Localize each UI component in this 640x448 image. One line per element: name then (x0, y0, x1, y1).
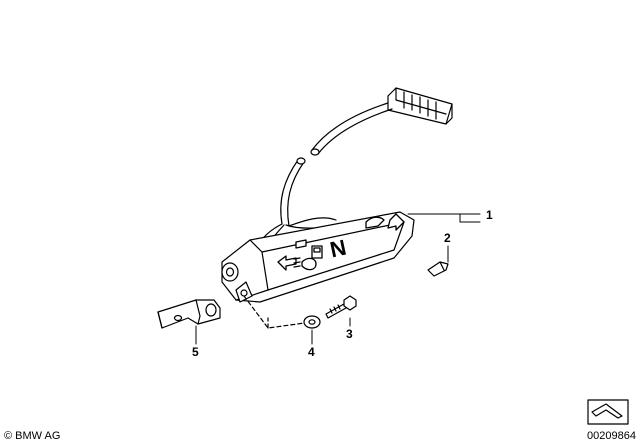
diagram-number: 00209864 (587, 430, 636, 442)
indicator-switch-housing (221, 211, 415, 329)
turn-right-arrow-icon (387, 213, 405, 231)
screw (325, 295, 357, 319)
part-number-2: 2 (444, 231, 451, 245)
part-number-5: 5 (192, 345, 199, 359)
oil-warning-icon (295, 239, 307, 249)
next-page-arrow-icon (587, 399, 629, 425)
part-number-1: 1 (486, 208, 493, 222)
connector-plug (387, 87, 453, 125)
turn-left-arrow-icon (277, 255, 297, 271)
bulb (427, 261, 449, 277)
washer (303, 315, 321, 329)
oil-pressure-icon (365, 216, 385, 229)
part-number-4: 4 (308, 345, 315, 359)
switch-panel-symbols (277, 213, 405, 271)
mounting-bracket (157, 299, 221, 329)
copyright-label: © BMW AG (4, 430, 61, 442)
leader-lines (195, 213, 481, 345)
gear-indicator-letter: N (328, 235, 349, 263)
part-number-3: 3 (346, 327, 353, 341)
high-beam-icon (301, 257, 317, 271)
